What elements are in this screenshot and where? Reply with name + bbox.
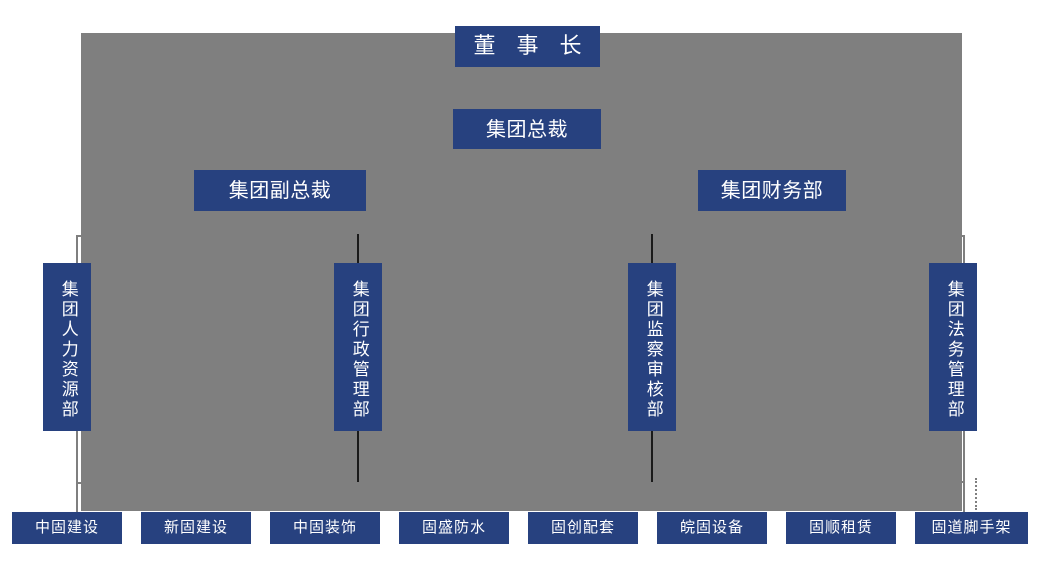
chart-backdrop-panel <box>81 33 962 511</box>
node-subsidiary-1[interactable]: 中固建设 <box>12 512 122 544</box>
node-subsidiary-8[interactable]: 固道脚手架 <box>915 512 1028 544</box>
connector-admin-vertical-top <box>357 234 359 264</box>
node-subsidiary-5[interactable]: 固创配套 <box>528 512 638 544</box>
node-president-label: 集团总裁 <box>486 116 568 141</box>
connector-hr-stub-top <box>76 235 122 237</box>
node-subsidiary-6[interactable]: 皖固设备 <box>657 512 767 544</box>
node-department-administration-label: 集团行政管理部 <box>348 280 369 420</box>
connector-hr-stub-bottom <box>76 482 90 484</box>
connector-legal-stub-top <box>948 235 964 237</box>
node-president[interactable]: 集团总裁 <box>453 109 601 149</box>
node-subsidiary-6-label: 皖固设备 <box>679 518 744 537</box>
node-subsidiary-2-label: 新固建设 <box>163 518 228 537</box>
connector-hr-vertical-top <box>76 235 78 267</box>
connector-legal-vertical-bottom <box>963 430 965 512</box>
node-subsidiary-4[interactable]: 固盛防水 <box>399 512 509 544</box>
node-subsidiary-3-label: 中固装饰 <box>292 518 357 537</box>
node-subsidiary-5-label: 固创配套 <box>550 518 615 537</box>
node-finance-department[interactable]: 集团财务部 <box>698 170 846 211</box>
node-subsidiary-3[interactable]: 中固装饰 <box>270 512 380 544</box>
node-subsidiary-8-label: 固道脚手架 <box>931 518 1012 537</box>
node-department-administration[interactable]: 集团行政管理部 <box>334 263 382 431</box>
connector-legal-stub-bottom <box>952 481 964 483</box>
connector-legal-dotted-vertical <box>975 478 977 510</box>
connector-admin-vertical-bottom <box>357 430 359 482</box>
connector-legal-vertical-top <box>963 235 965 265</box>
connector-hr-vertical-bottom <box>76 430 78 512</box>
node-department-hr[interactable]: 集团人力资源部 <box>43 263 91 431</box>
node-department-audit-label: 集团监察审核部 <box>642 280 663 420</box>
node-department-hr-label: 集团人力资源部 <box>57 280 78 420</box>
node-department-legal-label: 集团法务管理部 <box>943 280 964 420</box>
node-chairman-label: 董 事 长 <box>473 33 589 59</box>
node-finance-department-label: 集团财务部 <box>720 178 824 202</box>
node-subsidiary-7[interactable]: 固顺租赁 <box>786 512 896 544</box>
node-subsidiary-7-label: 固顺租赁 <box>808 518 873 537</box>
node-vice-president[interactable]: 集团副总裁 <box>194 170 366 211</box>
node-subsidiary-2[interactable]: 新固建设 <box>141 512 251 544</box>
connector-audit-vertical-bottom <box>651 430 653 482</box>
node-subsidiary-1-label: 中固建设 <box>34 518 99 537</box>
node-vice-president-label: 集团副总裁 <box>228 178 332 202</box>
node-department-audit[interactable]: 集团监察审核部 <box>628 263 676 431</box>
node-chairman[interactable]: 董 事 长 <box>455 26 600 67</box>
node-subsidiary-4-label: 固盛防水 <box>421 518 486 537</box>
node-department-legal[interactable]: 集团法务管理部 <box>929 263 977 431</box>
connector-audit-vertical-top <box>651 234 653 264</box>
